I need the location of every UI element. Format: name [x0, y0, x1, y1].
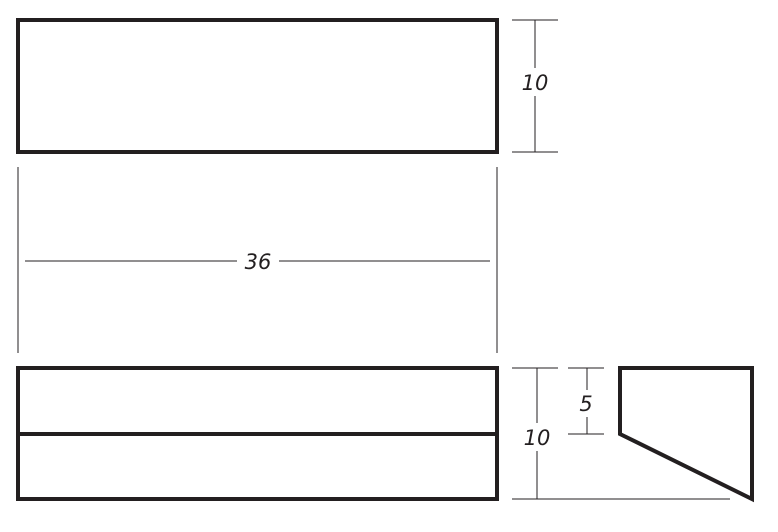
top-height-label: 10 — [522, 71, 549, 95]
side-view-profile — [618, 366, 754, 503]
width-label-bg — [237, 248, 279, 275]
top-height-label-bg — [517, 68, 553, 96]
front-height-label: 10 — [524, 426, 551, 450]
side-step-label: 5 — [579, 392, 592, 416]
side-step-dimension: 5 — [568, 367, 604, 435]
top-height-dimension: 10 — [512, 19, 558, 153]
width-label: 36 — [245, 250, 272, 274]
width-dimension: 36 — [17, 167, 498, 353]
front-height-label-bg — [519, 423, 557, 451]
side-step-label-bg — [572, 390, 602, 417]
top-view-rectangle — [16, 18, 499, 154]
front-height-dimension: 10 — [512, 367, 730, 500]
front-view — [16, 366, 499, 501]
